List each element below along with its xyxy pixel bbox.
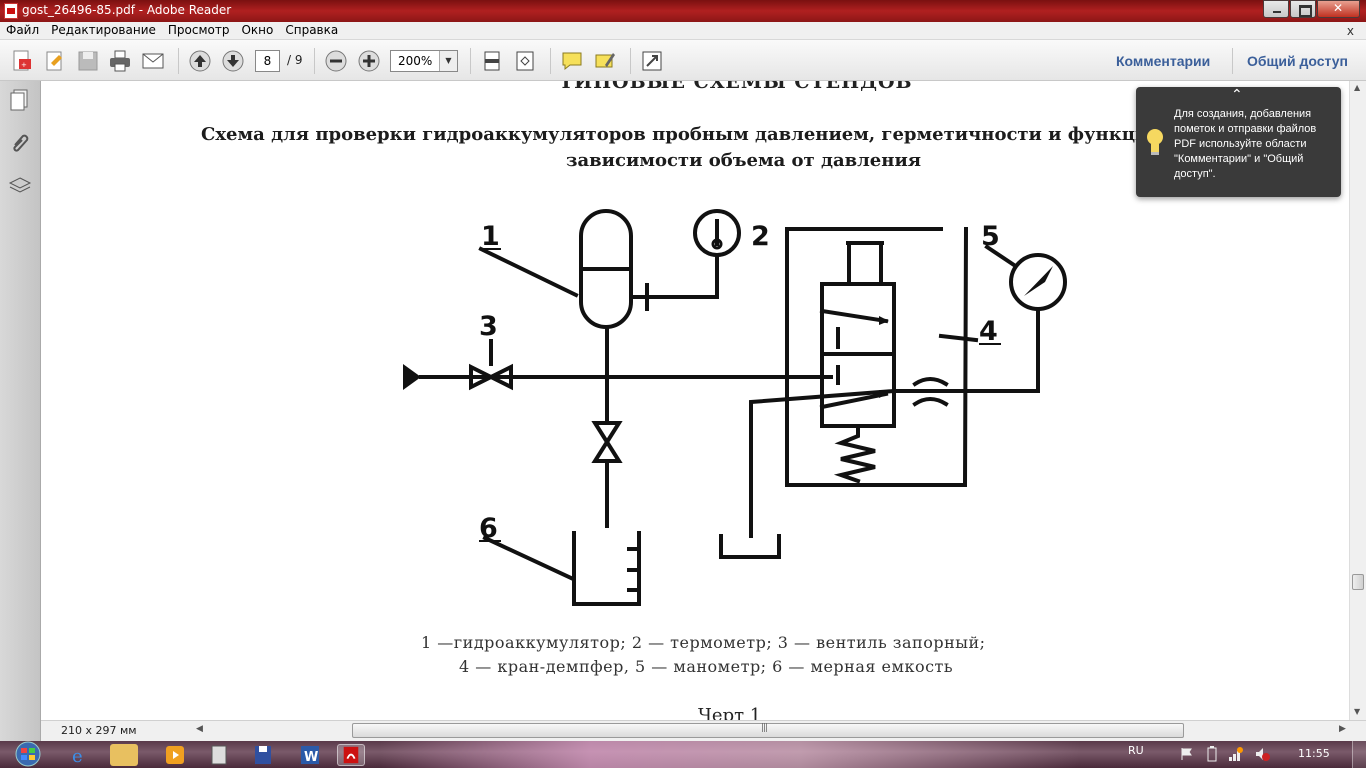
volume-muted-icon[interactable] xyxy=(1254,746,1270,762)
menu-file[interactable]: Файл xyxy=(6,23,40,37)
minimize-button[interactable] xyxy=(1263,0,1289,18)
title-bar: gost_26496-85.pdf - Adobe Reader xyxy=(0,0,1366,22)
adobe-reader-task-icon[interactable] xyxy=(337,744,365,766)
diagram-label-2: 2 xyxy=(751,221,770,252)
highlight-text-icon[interactable] xyxy=(593,49,617,73)
word-icon[interactable]: W xyxy=(297,744,325,766)
horizontal-scroll-thumb[interactable] xyxy=(352,723,1184,738)
figure-title-line1: Схема для проверки гидроаккумуляторов пр… xyxy=(201,124,1249,145)
shutoff-valve-symbol xyxy=(469,363,513,391)
vertical-scroll-thumb[interactable] xyxy=(1352,574,1364,590)
section-heading: ТИПОВЫЕ СХЕМЫ СТЕНДОВ xyxy=(559,81,913,93)
svg-text:e: e xyxy=(72,746,83,766)
create-pdf-icon[interactable]: + xyxy=(10,49,34,73)
scroll-down-icon[interactable]: ▼ xyxy=(1354,707,1361,716)
menu-bar: Файл Редактирование Просмотр Окно Справка x xyxy=(0,22,1366,40)
window-title: gost_26496-85.pdf - Adobe Reader xyxy=(22,3,232,17)
zoom-out-icon[interactable] xyxy=(324,49,348,73)
chevron-up-icon[interactable]: ⌃ xyxy=(1231,87,1243,103)
svg-text:W: W xyxy=(304,750,318,765)
start-button[interactable] xyxy=(6,741,46,768)
media-player-icon[interactable] xyxy=(162,744,190,766)
figure-number: Черт 1 xyxy=(698,705,762,720)
info-tooltip: ⌃ Для создания, добавления пометок и отп… xyxy=(1136,87,1341,197)
page-thumbnails-icon[interactable] xyxy=(8,88,32,112)
scroll-up-icon[interactable]: ▲ xyxy=(1354,83,1361,92)
close-document-button[interactable]: x xyxy=(1346,24,1354,38)
zoom-select[interactable]: 200% ▼ xyxy=(390,50,458,72)
maximize-button[interactable] xyxy=(1290,0,1316,18)
fit-page-icon[interactable] xyxy=(480,49,504,73)
full-screen-icon[interactable] xyxy=(640,49,664,73)
calculator-icon[interactable] xyxy=(206,744,234,766)
svg-text:+: + xyxy=(21,61,27,69)
menu-window[interactable]: Окно xyxy=(241,23,274,37)
figure-caption-line2: 4 — кран-демпфер, 5 — манометр; 6 — мерн… xyxy=(459,657,954,676)
diagram-label-1: 1 xyxy=(481,221,500,252)
network-icon[interactable] xyxy=(1228,746,1244,762)
diagram-label-5: 5 xyxy=(981,221,1000,252)
menu-view[interactable]: Просмотр xyxy=(167,23,230,37)
figure-title-line2: зависимости объема от давления xyxy=(566,150,922,171)
hydraulic-schematic: 1 2 3 4 5 6 xyxy=(403,209,1067,606)
diagram-label-6: 6 xyxy=(479,513,498,544)
toolbar: + 8 / 9 200% ▼ Комментарии Общий доступ xyxy=(0,40,1366,81)
previous-page-icon[interactable] xyxy=(188,49,212,73)
scroll-right-icon[interactable]: ▶ xyxy=(1339,724,1346,734)
save-icon[interactable] xyxy=(76,49,100,73)
page-number-input[interactable]: 8 xyxy=(255,50,280,72)
language-indicator[interactable]: RU xyxy=(1128,744,1144,757)
menu-edit[interactable]: Редактирование xyxy=(51,23,156,37)
file-explorer-icon[interactable] xyxy=(110,744,138,766)
fit-width-icon[interactable] xyxy=(513,49,537,73)
vertical-scrollbar[interactable]: ▲ ▼ xyxy=(1349,81,1366,720)
email-icon[interactable] xyxy=(141,49,165,73)
scroll-left-icon[interactable]: ◀ xyxy=(196,724,203,734)
adobe-reader-icon xyxy=(4,3,18,19)
attachments-icon[interactable] xyxy=(8,131,32,155)
show-desktop-button[interactable] xyxy=(1352,741,1366,768)
save-app-icon[interactable] xyxy=(250,744,278,766)
zoom-in-icon[interactable] xyxy=(357,49,381,73)
battery-icon[interactable] xyxy=(1206,746,1218,762)
tooltip-text: Для создания, добавления пометок и отпра… xyxy=(1174,108,1317,180)
status-bar: 210 x 297 мм ◀ ▶ xyxy=(41,720,1366,741)
sticky-note-icon[interactable] xyxy=(560,49,584,73)
thermometer-symbol xyxy=(693,209,741,257)
internet-explorer-icon[interactable]: e xyxy=(66,744,94,766)
comments-pane-link[interactable]: Комментарии xyxy=(1116,53,1211,69)
next-page-icon[interactable] xyxy=(221,49,245,73)
clock[interactable]: 11:55 xyxy=(1298,747,1330,760)
figure-caption-line1: 1 —гидроаккумулятор; 2 — термометр; 3 — … xyxy=(421,633,986,652)
close-window-button[interactable] xyxy=(1317,0,1360,18)
layers-icon[interactable] xyxy=(8,174,32,198)
zoom-value: 200% xyxy=(398,54,433,68)
menu-help[interactable]: Справка xyxy=(285,23,339,37)
navigation-pane xyxy=(0,81,41,741)
windows-taskbar: e W RU 11:55 xyxy=(0,741,1366,768)
diagram-label-3: 3 xyxy=(479,311,498,342)
page-total: / 9 xyxy=(287,53,303,67)
document-view[interactable]: ТИПОВЫЕ СХЕМЫ СТЕНДОВ Схема для проверки… xyxy=(41,81,1349,720)
diagram-label-4: 4 xyxy=(979,316,998,347)
chevron-down-icon[interactable]: ▼ xyxy=(439,51,457,71)
edit-pdf-icon[interactable] xyxy=(43,49,67,73)
page-size: 210 x 297 мм xyxy=(61,724,137,737)
action-center-flag-icon[interactable] xyxy=(1180,747,1194,761)
print-icon[interactable] xyxy=(108,49,132,73)
lightbulb-icon xyxy=(1147,129,1163,155)
share-pane-link[interactable]: Общий доступ xyxy=(1247,53,1348,69)
